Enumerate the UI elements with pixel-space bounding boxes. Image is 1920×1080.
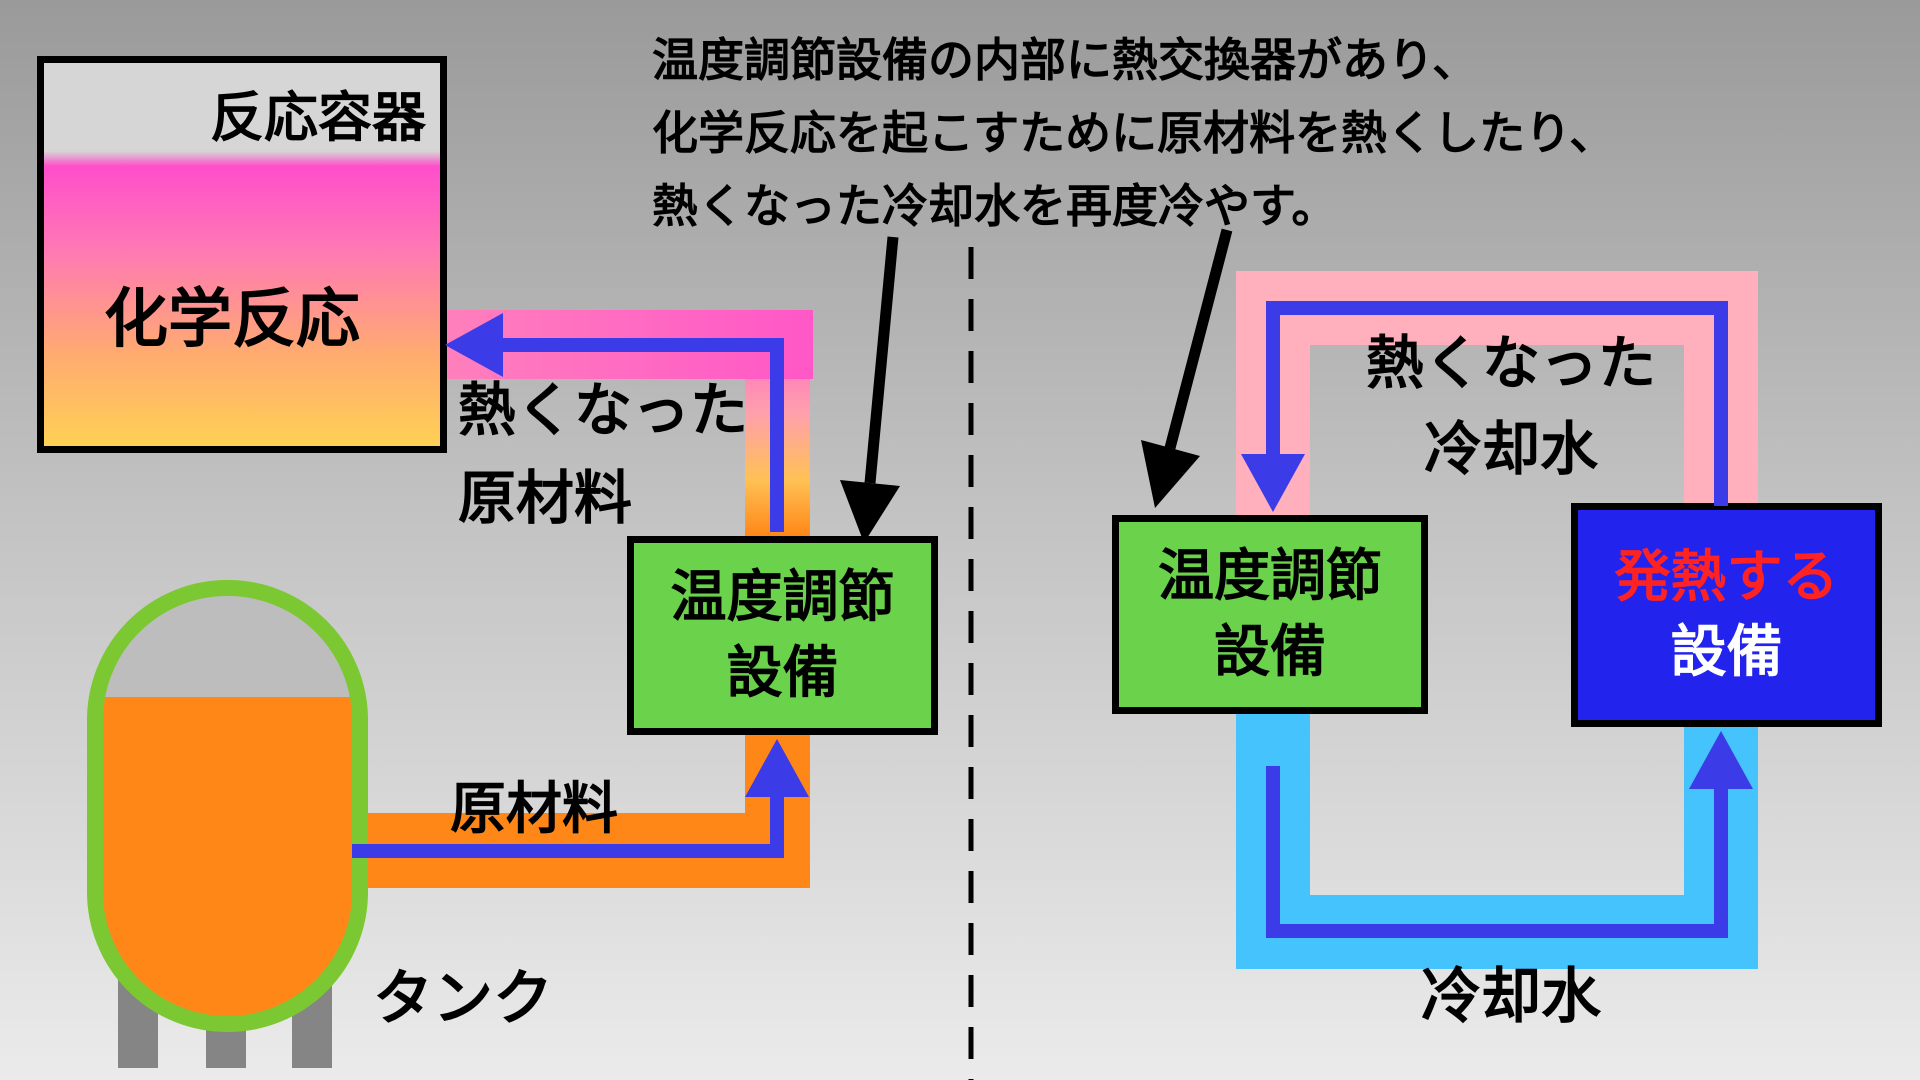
temp-control-right-line2: 設備 xyxy=(1214,619,1326,685)
coolant-label: 冷却水 xyxy=(1421,962,1601,1032)
heat-source-line1: 発熱する xyxy=(1614,544,1839,610)
tank-body xyxy=(87,580,368,1032)
hot-coolant-label: 熱くなった 冷却水 xyxy=(1268,320,1754,492)
hot-coolant-label-line1: 熱くなった xyxy=(1365,329,1656,397)
temp-control-box-left: 温度調節 設備 xyxy=(627,536,938,735)
chemical-reaction-label: 化学反応 xyxy=(104,283,360,357)
temp-control-left-line2: 設備 xyxy=(726,640,839,706)
annotation-note: 温度調節設備の内部に熱交換器があり、 化学反応を起こすために原材料を熱くしたり、… xyxy=(652,24,1615,243)
note-line-2: 化学反応を起こすために原材料を熱くしたり、 xyxy=(652,106,1616,160)
heat-source-box: 発熱する 設備 xyxy=(1571,503,1882,727)
tank-leg xyxy=(118,935,158,1068)
pointer-arrow-left xyxy=(840,236,900,543)
coolant-pipe xyxy=(1236,714,1758,969)
pointer-arrow-right xyxy=(1141,228,1233,508)
temp-control-box-right: 温度調節 設備 xyxy=(1112,515,1428,714)
temp-control-right-line1: 温度調節 xyxy=(1158,544,1382,610)
hot-material-label-line2: 原材料 xyxy=(458,464,633,532)
note-line-1: 温度調節設備の内部に熱交換器があり、 xyxy=(652,33,1479,87)
tank xyxy=(87,580,368,1068)
hot-material-label-line1: 熱くなった xyxy=(458,376,749,444)
tank-label: タンク xyxy=(373,964,553,1034)
raw-material-label: 原材料 xyxy=(450,777,618,842)
note-line-3: 熱くなった冷却水を再度冷やす。 xyxy=(652,179,1338,233)
tank-leg xyxy=(206,935,246,1068)
temp-control-left-line1: 温度調節 xyxy=(670,565,895,631)
reaction-vessel: 反応容器 化学反応 xyxy=(37,56,447,453)
flow-arrow-coolant xyxy=(1266,731,1753,938)
hot-coolant-label-line2: 冷却水 xyxy=(1423,415,1598,483)
tank-leg xyxy=(292,935,332,1068)
hot-material-label: 熱くなった 原材料 xyxy=(458,366,748,542)
reaction-vessel-title: 反応容器 xyxy=(210,86,426,149)
heat-source-line2: 設備 xyxy=(1670,620,1783,685)
